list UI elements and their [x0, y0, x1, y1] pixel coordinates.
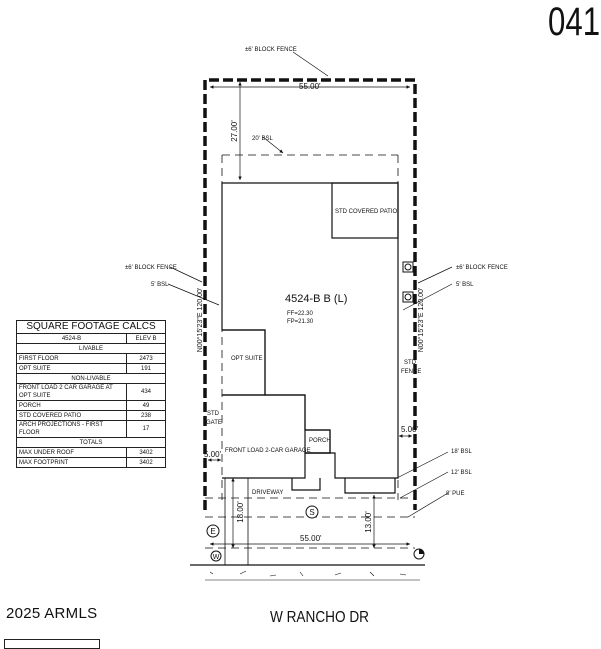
- table-title: SQUARE FOOTAGE CALCS: [16, 320, 166, 334]
- right-bearing-label: N00°15'23"E 120.00': [417, 288, 425, 352]
- table-row: FRONT LOAD 2 CAR GARAGE AT OPT SUITE 434: [16, 383, 166, 401]
- driveway-label: DRIVEWAY: [252, 490, 283, 496]
- table-row: STD COVERED PATIO 238: [16, 410, 166, 421]
- front-bsl-18-label: 18' BSL: [451, 449, 472, 455]
- fp-label: FP=21.30: [287, 319, 314, 325]
- marker-s: S: [305, 505, 319, 519]
- house-footprint: [221, 182, 399, 494]
- svg-text:E: E: [210, 527, 215, 536]
- svg-text:S: S: [309, 508, 314, 517]
- table-col-plan: 4524-B: [16, 333, 127, 344]
- std-gate-label-1: STD: [207, 411, 220, 417]
- site-plan-drawing: E S W ±6' BLOCK FENCE 55.00' 27.00' 20' …: [125, 47, 508, 581]
- garage-label: FRONT LOAD 2-CAR GARAGE: [225, 448, 311, 454]
- side-right-dim: 5.00': [401, 425, 419, 434]
- pue-label: 8' PUE: [446, 491, 465, 497]
- rear-bsl-label: 20' BSL: [252, 136, 273, 142]
- table-row: MAX UNDER ROOF 3402: [16, 447, 166, 458]
- porch-label: PORCH: [309, 438, 331, 444]
- left-bearing-label: N00°15'23"E 120.00': [196, 288, 204, 352]
- table-section-totals: TOTALS: [16, 437, 166, 448]
- left-fence-label: ±6' BLOCK FENCE: [125, 265, 177, 271]
- utility-boxes: [402, 261, 414, 303]
- rear-setback-dim: 27.00': [230, 120, 239, 142]
- table-row: MAX FOOTPRINT 3402: [16, 457, 166, 468]
- marker-w: W: [210, 550, 222, 562]
- right-bsl-label: 5' BSL: [456, 282, 474, 288]
- lot-number: 041: [548, 0, 601, 44]
- street-name: W RANCHO DR: [270, 609, 369, 626]
- front-bsl-12-label: 12' BSL: [451, 470, 472, 476]
- opt-suite-label: OPT SUITE: [231, 356, 263, 362]
- ff-label: FF=22.30: [287, 311, 314, 317]
- svg-text:W: W: [213, 554, 220, 561]
- left-bsl-label: 5' BSL: [151, 282, 169, 288]
- driveway-lines: [224, 478, 249, 565]
- std-fence-label-2: FENCE: [401, 369, 421, 375]
- street-pavement: [205, 570, 420, 581]
- table-section-non-livable: NON-LIVABLE: [16, 373, 166, 384]
- dim-18-label: 18.00': [236, 501, 245, 523]
- table-row: ARCH PROJECTIONS - FIRST FLOOR 17: [16, 420, 166, 438]
- lot-width-top-label: 55.00': [299, 82, 321, 91]
- table-row: OPT SUITE 191: [16, 363, 166, 374]
- std-gate-label-2: GATE: [206, 420, 222, 426]
- rear-fence-label: ±6' BLOCK FENCE: [245, 47, 297, 53]
- leader-lines: [167, 51, 453, 548]
- table-row: FIRST FLOOR 2473: [16, 353, 166, 364]
- copyright-watermark: 2025 ARMLS: [6, 605, 98, 622]
- water-meter-icon: [413, 548, 425, 560]
- bottom-stamp-box: [4, 639, 100, 649]
- right-fence-label: ±6' BLOCK FENCE: [456, 265, 508, 271]
- table-row: PORCH 49: [16, 400, 166, 411]
- square-footage-table: SQUARE FOOTAGE CALCS 4524-B ELEV B LIVAB…: [16, 320, 166, 468]
- lot-width-bottom-label: 55.00': [300, 534, 322, 543]
- std-fence-label-1: STD: [404, 360, 417, 366]
- plan-name-label: 4524-B B (L): [285, 293, 347, 305]
- covered-patio-label: STD COVERED PATIO: [335, 209, 397, 215]
- marker-e: E: [206, 524, 220, 538]
- table-col-elev: ELEV B: [126, 333, 166, 344]
- dim-13-label: 13.00': [364, 511, 373, 533]
- table-section-livable: LIVABLE: [16, 343, 166, 354]
- side-left-dim: 5.00': [204, 450, 222, 459]
- lot-boundary: [190, 78, 425, 566]
